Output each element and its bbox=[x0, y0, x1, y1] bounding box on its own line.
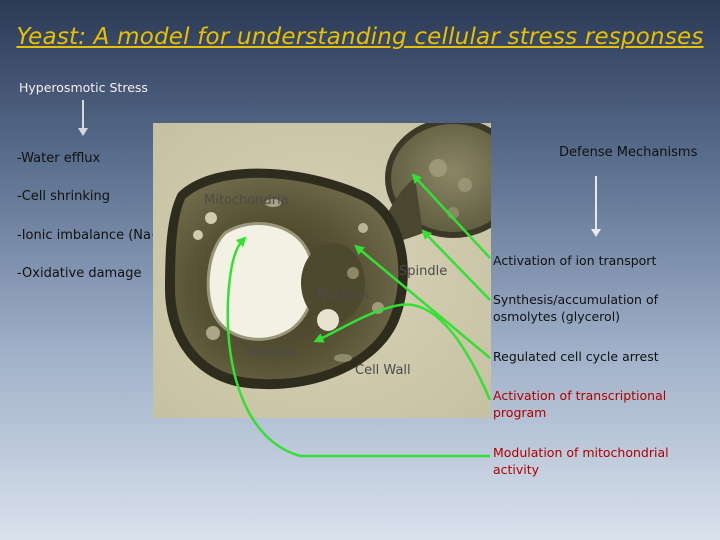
defense-ion-transport: Activation of ion transport bbox=[493, 253, 657, 268]
yeast-cell-micrograph: Mitochondria Spindle Nucleus Vacuole Cel… bbox=[153, 123, 491, 418]
defense-osmolytes: Synthesis/accumulation of osmolytes (gly… bbox=[493, 292, 659, 324]
hyperosmotic-arrowhead bbox=[78, 128, 88, 136]
stress-effect-ionic-imbalance: -Ionic imbalance (Na+) bbox=[17, 228, 167, 243]
stress-effect-cell-shrinking: -Cell shrinking bbox=[17, 189, 110, 204]
slide-title: Yeast: A model for understanding cellula… bbox=[16, 24, 704, 50]
label-nucleus: Nucleus bbox=[317, 288, 369, 303]
label-cell-wall: Cell Wall bbox=[355, 363, 411, 378]
defense-mitochondrial-activity: Modulation of mitochondrial activity bbox=[493, 445, 669, 477]
label-mitochondria: Mitochondria bbox=[204, 193, 289, 208]
label-vacuole: Vacuole bbox=[246, 345, 297, 360]
label-spindle: Spindle bbox=[399, 264, 448, 279]
stress-effect-water-efflux: -Water efflux bbox=[17, 151, 101, 166]
defense-mechanisms-label: Defense Mechanisms bbox=[559, 145, 698, 160]
hyperosmotic-stress-label: Hyperosmotic Stress bbox=[19, 80, 148, 95]
defense-transcriptional-program: Activation of transcriptional program bbox=[493, 388, 667, 420]
stress-effect-oxidative-damage: -Oxidative damage bbox=[17, 266, 142, 281]
defense-arrowhead bbox=[591, 229, 601, 237]
defense-cell-cycle-arrest: Regulated cell cycle arrest bbox=[493, 349, 659, 364]
